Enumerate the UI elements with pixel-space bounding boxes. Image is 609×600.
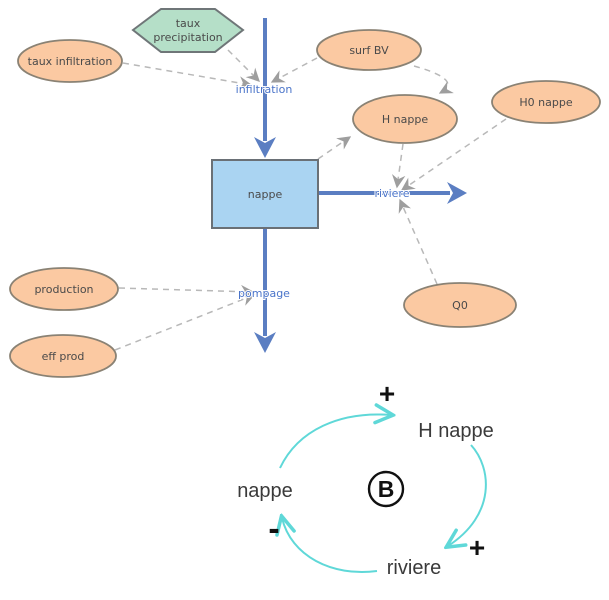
causal-loop-diagram: H nappe nappe riviere + + - B xyxy=(237,378,494,579)
ellipse-shape xyxy=(491,80,601,124)
ellipse-shape xyxy=(316,29,422,71)
flow-infiltration[interactable] xyxy=(254,18,276,158)
sign-plus-top: + xyxy=(379,378,395,409)
arc-nappe-to-h-nappe xyxy=(279,414,391,469)
loop-node-nappe: nappe xyxy=(237,480,293,502)
loop-node-h-nappe: H nappe xyxy=(418,420,494,442)
loop-arcs xyxy=(279,414,487,573)
stock-flow-diagram: infiltration riviere pompage taux precip… xyxy=(9,8,601,378)
arc-h-nappe-to-riviere xyxy=(448,444,487,546)
aux-label: surf BV xyxy=(349,44,389,57)
flow-riviere-arrowhead-icon xyxy=(447,182,467,204)
link-eff-prod-to-pompage xyxy=(114,293,256,351)
converter-label-line2: precipitation xyxy=(153,31,222,44)
aux-label: production xyxy=(34,283,93,296)
link-q0-to-riviere xyxy=(398,198,438,285)
ellipse-shape xyxy=(9,334,117,378)
ellipse-shape xyxy=(17,39,123,83)
converter-taux-precipitation[interactable]: taux precipitation xyxy=(131,8,245,53)
link-h-nappe-to-riviere xyxy=(391,143,406,189)
arc-riviere-to-nappe xyxy=(282,518,378,573)
flow-label-riviere[interactable]: riviere xyxy=(374,186,411,201)
aux-label: eff prod xyxy=(42,350,85,363)
aux-production[interactable]: production xyxy=(9,267,119,311)
loop-node-riviere: riviere xyxy=(387,557,441,579)
link-surf-bv-to-infiltration xyxy=(270,57,318,83)
stock-shape xyxy=(211,159,319,229)
ellipse-shape xyxy=(9,267,119,311)
stock-label: nappe xyxy=(248,188,283,201)
aux-label: Q0 xyxy=(452,299,468,312)
link-surf-bv-to-h-nappe xyxy=(413,65,454,94)
sign-minus-left: - xyxy=(268,510,279,548)
aux-label: H0 nappe xyxy=(519,96,572,109)
flow-pompage[interactable] xyxy=(254,228,276,353)
link-nappe-to-h-nappe xyxy=(317,136,352,160)
aux-label: taux infiltration xyxy=(28,55,113,68)
aux-h0-nappe[interactable]: H0 nappe xyxy=(491,80,601,124)
ellipse-shape xyxy=(352,94,458,144)
sign-plus-right: + xyxy=(469,532,485,563)
aux-h-nappe[interactable]: H nappe xyxy=(352,94,458,144)
aux-q0[interactable]: Q0 xyxy=(403,282,517,328)
converter-label-line1: taux xyxy=(176,17,201,30)
link-h0-nappe-to-riviere xyxy=(400,118,507,191)
flow-label-pompage[interactable]: pompage xyxy=(237,286,291,301)
loop-identifier-circle xyxy=(367,470,405,508)
loop-identifier-letter: B xyxy=(378,476,395,502)
aux-eff-prod[interactable]: eff prod xyxy=(9,334,117,378)
flow-pompage-arrowhead-icon xyxy=(254,332,276,353)
aux-surf-bv[interactable]: surf BV xyxy=(316,29,422,71)
stock-nappe[interactable]: nappe xyxy=(211,159,319,229)
hexagon-shape xyxy=(131,8,245,53)
ellipse-shape xyxy=(403,282,517,328)
link-production-to-pompage xyxy=(118,284,255,299)
link-taux-infiltration-to-infiltration xyxy=(122,62,253,90)
flow-riviere[interactable] xyxy=(318,182,467,204)
flow-infiltration-arrowhead-icon xyxy=(254,137,276,158)
aux-taux-infiltration[interactable]: taux infiltration xyxy=(17,39,123,83)
causal-links xyxy=(114,49,507,351)
link-taux-precipitation-to-infiltration xyxy=(227,49,260,82)
loop-identifier: B xyxy=(367,470,405,508)
flow-label-infiltration[interactable]: infiltration xyxy=(235,82,294,97)
aux-label: H nappe xyxy=(382,113,428,126)
